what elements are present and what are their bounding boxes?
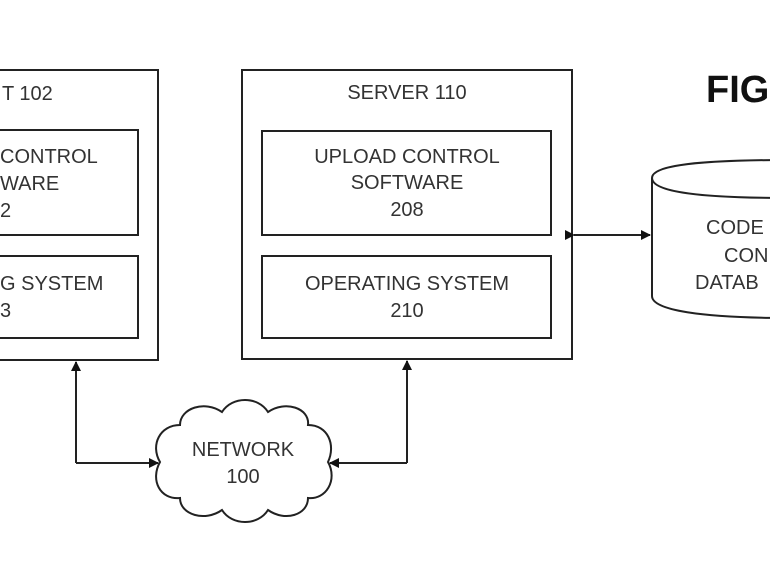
client-os-line2: 3 — [0, 300, 11, 322]
client-network-connector — [71, 361, 159, 468]
client-os-line1: G SYSTEM — [0, 273, 103, 295]
client-os-box — [0, 255, 139, 339]
client-upload-line3: 2 — [0, 200, 11, 222]
server-upload-line2: SOFTWARE — [351, 172, 464, 194]
server-os-line1: OPERATING SYSTEM — [305, 273, 509, 295]
database-line3: DATAB — [695, 272, 759, 294]
network-cloud — [155, 399, 333, 523]
server-network-connector — [329, 360, 412, 468]
figure-label: FIG — [706, 69, 769, 111]
server-os-box — [261, 255, 552, 339]
database-line1: CODE — [706, 217, 764, 239]
server-upload-line3: 208 — [390, 199, 423, 221]
client-upload-control-box — [0, 129, 139, 236]
network-line2: 100 — [226, 466, 259, 488]
server-upload-line1: UPLOAD CONTROL — [314, 146, 500, 168]
server-title: SERVER 110 — [347, 82, 466, 104]
client-upload-line2: WARE — [0, 173, 59, 195]
client-title: T 102 — [2, 83, 53, 105]
server-upload-control-box — [261, 130, 552, 236]
database-line2: CON — [724, 245, 768, 267]
client-upload-line1: CONTROL — [0, 146, 98, 168]
network-line1: NETWORK — [192, 439, 295, 461]
database-cylinder — [651, 159, 770, 319]
server-os-line2: 210 — [390, 300, 423, 322]
